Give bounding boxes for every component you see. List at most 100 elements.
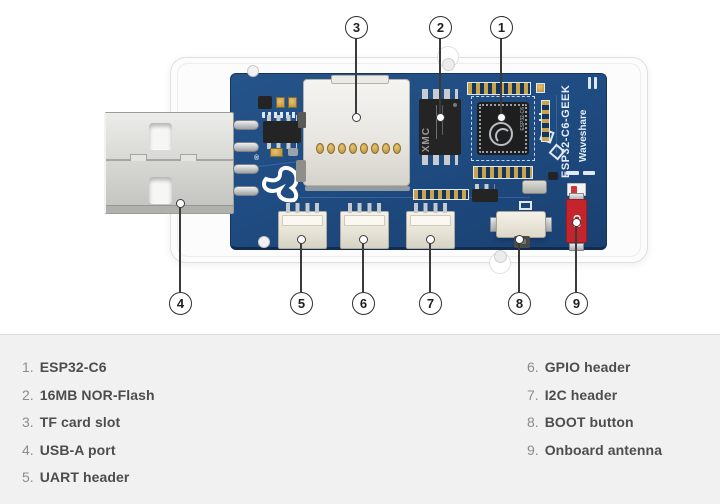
- leader-dot-9: [572, 218, 581, 227]
- connector-pins: [286, 203, 320, 213]
- component-legend: 1.ESP32-C6 2.16MB NOR-Flash 3.TF card sl…: [0, 334, 720, 504]
- waveshare-logo: [261, 165, 299, 203]
- callout-7: 7: [419, 292, 442, 315]
- legend-item-9: 9.Onboard antenna: [527, 441, 663, 458]
- callout-1: 1: [490, 16, 513, 39]
- connector-pins: [348, 203, 382, 213]
- regulator-ic: [263, 115, 301, 149]
- pcb-corner-clip: [247, 65, 259, 77]
- gold-pad: [536, 83, 545, 93]
- case-top-clip: [442, 58, 455, 71]
- callout-6: 6: [352, 292, 375, 315]
- tf-contact: [360, 143, 368, 154]
- legend-item-6: 6.GPIO header: [527, 359, 631, 375]
- leader-line-5: [300, 243, 302, 292]
- callout-4: 4: [169, 292, 192, 315]
- pad-column: [541, 100, 550, 142]
- leader-dot-6: [359, 235, 368, 244]
- gpio-header-connector: [340, 203, 389, 249]
- silkscreen-brand: Waveshare: [578, 109, 589, 162]
- legend-item-8: 8.BOOT button: [527, 414, 634, 430]
- ic-pins: [267, 143, 297, 149]
- usb-shell-tab: [180, 154, 197, 161]
- usb-solder-pin: [233, 186, 259, 196]
- smd-led: [276, 97, 285, 108]
- usb-a-connector: [104, 112, 234, 214]
- leader-line-7: [429, 243, 431, 292]
- smd-capacitor: [270, 148, 283, 157]
- silkscreen-dash: [583, 171, 595, 175]
- legend-item-3: 3.TF card slot: [22, 414, 121, 430]
- esp-silkscreen-outline: [471, 96, 535, 161]
- silkscreen-bar: [594, 77, 597, 89]
- tf-contact: [371, 143, 379, 154]
- leader-dot-1: [497, 113, 506, 122]
- tf-slot-spring: [296, 160, 306, 182]
- connector-pins: [414, 203, 448, 213]
- tf-contact: [338, 143, 346, 154]
- leader-line-4: [179, 207, 181, 292]
- transistor-pins: [475, 184, 495, 189]
- leader-line-2: [439, 38, 441, 118]
- callout-9: 9: [565, 292, 588, 315]
- smd-capacitor: [288, 148, 298, 156]
- esp32-c6-chip: ESP32-C6: [477, 102, 529, 155]
- callout-3: 3: [345, 16, 368, 39]
- crystal-oscillator: [522, 180, 547, 194]
- leader-line-8: [518, 243, 520, 292]
- usb-shell-hole: [149, 177, 172, 204]
- legend-item-1: 1.ESP32-C6: [22, 359, 107, 375]
- tf-slot-shadow: [305, 186, 410, 191]
- legend-item-5: 5.UART header: [22, 469, 130, 485]
- legend-item-2: 2.16MB NOR-Flash: [22, 386, 155, 403]
- esp-marking: ESP32-C6: [520, 107, 526, 131]
- flash-pins: [422, 155, 458, 165]
- smd-component: [258, 96, 272, 109]
- usb-solder-pin: [233, 164, 259, 174]
- tf-contact: [327, 143, 335, 154]
- header-pads-top: [467, 82, 531, 95]
- pcb-trace: [556, 95, 557, 153]
- tf-contact: [393, 143, 401, 154]
- smd-led: [288, 97, 297, 108]
- silkscreen-dash: [566, 171, 579, 175]
- boot-button: [496, 211, 546, 238]
- leader-dot-2: [436, 113, 445, 122]
- case-bottom-clip: [494, 250, 507, 263]
- legend-item-4: 4.USB-A port: [22, 441, 116, 458]
- tf-slot-detent: [298, 112, 306, 128]
- esp-pin-pads: [479, 104, 527, 153]
- legend-column-left: 1.ESP32-C6 2.16MB NOR-Flash 3.TF card sl…: [22, 354, 155, 492]
- usb-solder-pin: [233, 120, 259, 130]
- tf-contact: [382, 143, 390, 154]
- callout-2: 2: [429, 16, 452, 39]
- leader-dot-3: [352, 113, 361, 122]
- ic-pins: [267, 115, 297, 121]
- silkscreen-bracket: [519, 201, 532, 210]
- espressif-logo: [489, 122, 513, 146]
- header-pads-mid: [473, 166, 533, 179]
- pin1-dot: [453, 103, 457, 107]
- usb-shell-seam: [106, 159, 233, 161]
- legend-column-right: 6.GPIO header 7.I2C header 8.BOOT button…: [527, 354, 662, 464]
- callout-5: 5: [290, 292, 313, 315]
- tf-contact: [349, 143, 357, 154]
- registered-trademark: ®: [254, 155, 260, 162]
- flash-marking: XMC: [421, 126, 432, 152]
- leader-line-6: [362, 243, 364, 292]
- tf-contact: [316, 143, 324, 154]
- silkscreen-title: ESP32-C6-GEEK: [560, 84, 572, 178]
- usb-solder-pin: [233, 142, 259, 152]
- leader-line-9: [575, 226, 577, 292]
- leader-dot-5: [297, 235, 306, 244]
- legend-item-7: 7.I2C header: [527, 386, 618, 403]
- usb-bottom-edge: [106, 205, 233, 213]
- callout-8: 8: [508, 292, 531, 315]
- leader-dot-7: [426, 235, 435, 244]
- smd-component: [548, 172, 558, 180]
- pcb-corner-clip: [258, 236, 270, 248]
- usb-shell-tab: [130, 154, 147, 161]
- tf-slot-tab: [331, 75, 389, 84]
- usb-shell-hole: [149, 123, 172, 150]
